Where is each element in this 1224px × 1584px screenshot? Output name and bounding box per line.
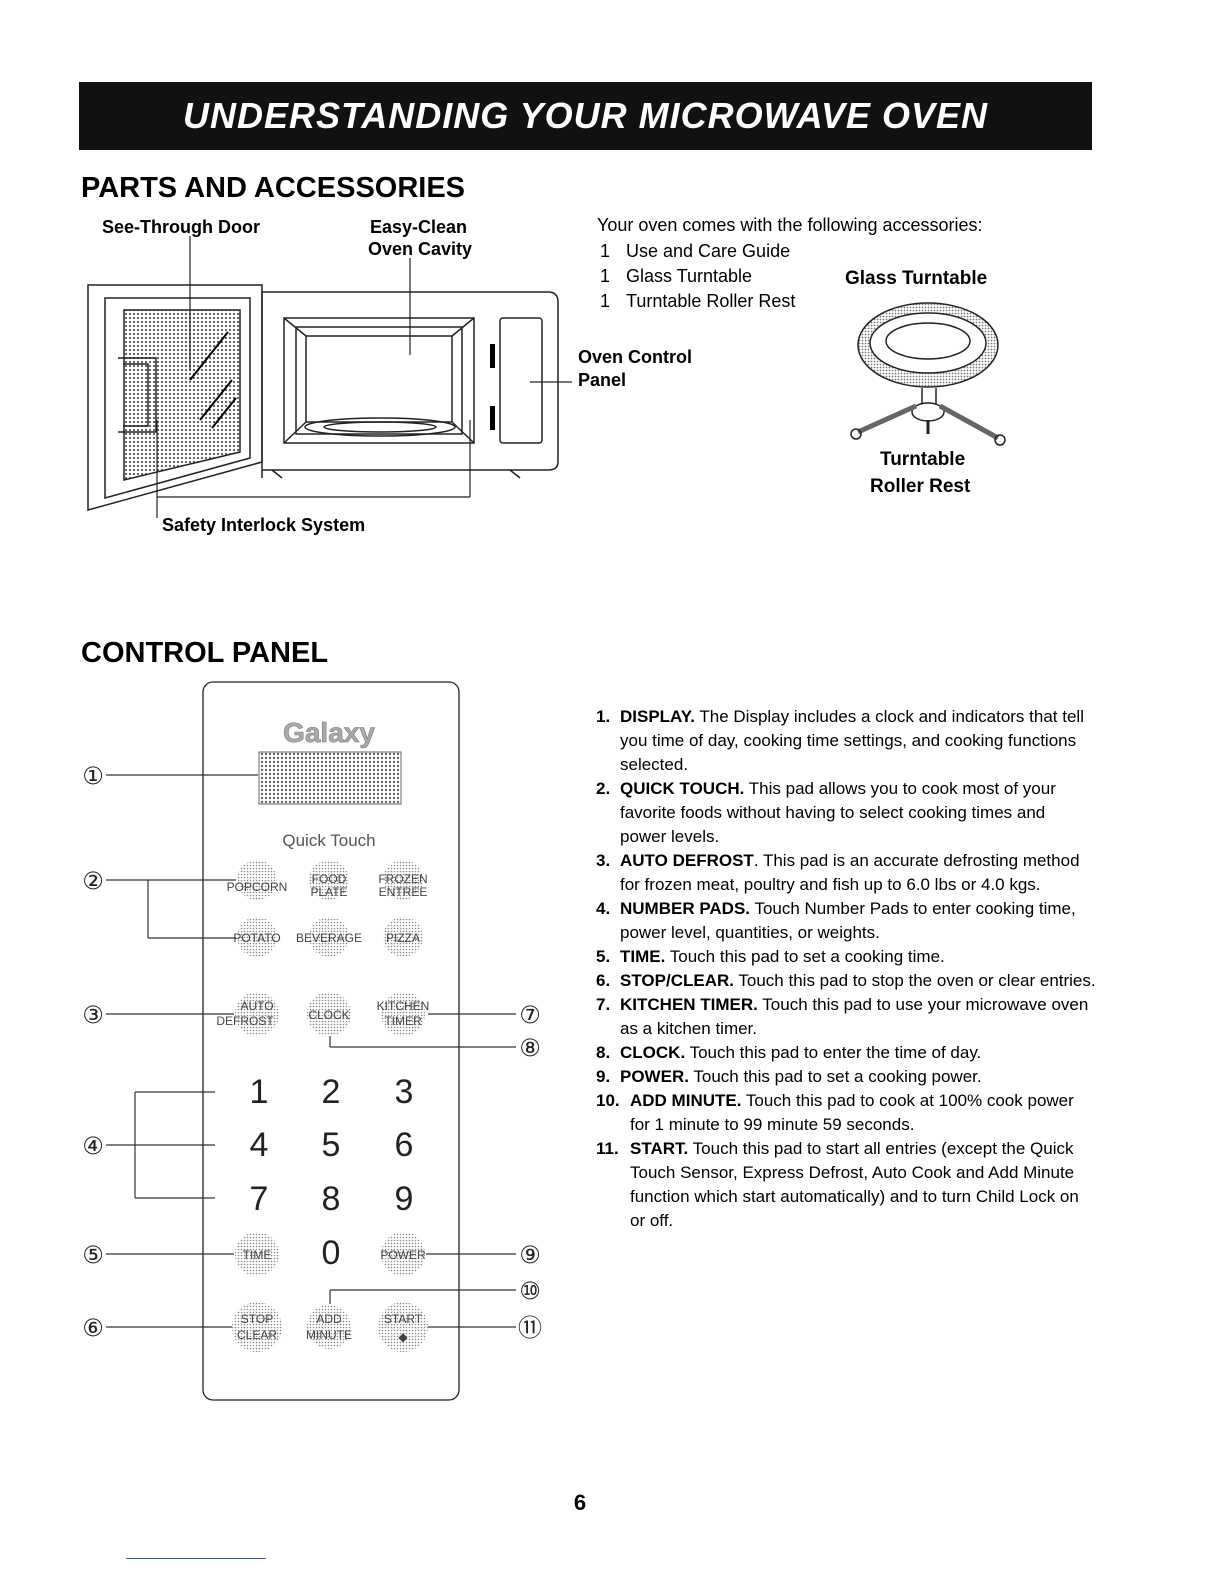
number-key-2[interactable]: 2 [322, 1073, 341, 1111]
number-key-3[interactable]: 3 [395, 1073, 414, 1111]
start-pad[interactable] [378, 1302, 428, 1352]
callout-10: ⑩ [519, 1277, 541, 1305]
add-minute-label-2: MINUTE [306, 1328, 352, 1342]
callout-leaders [106, 774, 516, 1328]
label-glass-turntable: Glass Turntable [845, 268, 988, 289]
display-window [258, 751, 402, 805]
number-key-9[interactable]: 9 [395, 1180, 414, 1218]
list-item: 10.ADD MINUTE. Touch this pad to cook at… [596, 1091, 1074, 1134]
time-pad-label: TIME [243, 1248, 272, 1262]
popcorn-pad-label: POPCORN [227, 880, 288, 894]
frozen-pad-label-1: FROZEN [378, 872, 427, 886]
stop-clear-label-1: STOP [241, 1312, 273, 1326]
parts-section-title: PARTS AND ACCESSORIES [81, 172, 466, 204]
list-item: 6.STOP/CLEAR. Touch this pad to stop the… [596, 971, 1096, 990]
start-pad-label-1: START [384, 1312, 423, 1326]
callout-4: ④ [82, 1132, 104, 1160]
frozen-entree-pad[interactable] [383, 860, 423, 900]
popcorn-pad[interactable] [237, 860, 277, 900]
callout-8: ⑧ [519, 1034, 541, 1062]
page-header-banner: UNDERSTANDING YOUR MICROWAVE OVEN [79, 82, 1092, 150]
power-pad[interactable] [381, 1232, 425, 1276]
kitchen-timer-label-1: KITCHEN [377, 999, 430, 1013]
quick-touch-label: Quick Touch [282, 831, 375, 850]
stop-clear-label-2: CLEAR [237, 1328, 277, 1342]
clock-pad[interactable] [307, 992, 351, 1036]
start-pad-label-2: ◆ [398, 1330, 408, 1344]
frozen-pad-label-2: ENTREE [379, 885, 428, 899]
brand-logo: Galaxy [283, 717, 375, 748]
callout-7: ⑦ [519, 1001, 541, 1029]
callout-11: ⑪ [518, 1314, 542, 1342]
callout-2: ② [82, 867, 104, 895]
interlock-tab-top [490, 344, 495, 368]
number-key-1[interactable]: 1 [250, 1073, 269, 1111]
label-roller-rest-1: Turntable [880, 449, 966, 470]
list-item: 4.NUMBER PADS. Touch Number Pads to ente… [596, 899, 1076, 942]
number-key-5[interactable]: 5 [322, 1126, 341, 1164]
add-minute-label-1: ADD [316, 1312, 342, 1326]
callout-6: ⑥ [82, 1314, 104, 1342]
glass-turntable-illustration [850, 302, 1006, 446]
microwave-body [87, 236, 572, 518]
label-roller-rest-2: Roller Rest [870, 476, 971, 497]
control-panel-frame [202, 681, 460, 1401]
pizza-pad[interactable] [383, 917, 423, 957]
auto-defrost-label-1: AUTO [240, 999, 273, 1013]
kitchen-timer-label-2: TIMER [384, 1014, 422, 1028]
interlock-tab-bottom [490, 406, 495, 430]
label-easy-clean-2: Oven Cavity [368, 239, 473, 259]
control-panel-descriptions: 1.DISPLAY. The Display includes a clock … [596, 705, 1096, 1233]
auto-defrost-pad[interactable] [235, 992, 279, 1036]
control-panel-section-title: CONTROL PANEL [81, 637, 329, 669]
label-easy-clean-1: Easy-Clean [370, 217, 468, 237]
list-item: 3.AUTO DEFROST. This pad is an accurate … [596, 851, 1080, 894]
microwave-oven-illustration [87, 236, 1006, 518]
label-safety-interlock: Safety Interlock System [162, 515, 366, 535]
callout-1: ① [82, 762, 104, 790]
page-number: 6 [573, 1490, 587, 1515]
clock-pad-label: CLOCK [308, 1008, 349, 1022]
callout-5: ⑤ [82, 1241, 104, 1269]
number-key-4[interactable]: 4 [250, 1126, 269, 1164]
number-key-0[interactable]: 0 [322, 1234, 341, 1272]
callout-3: ③ [82, 1001, 104, 1029]
food-plate-pad-label-1: FOOD [312, 872, 347, 886]
list-item: 5.TIME. Touch this pad to set a cooking … [596, 947, 945, 966]
label-oven-control-2: Panel [578, 370, 627, 390]
label-see-through-door: See-Through Door [102, 217, 260, 237]
number-key-8[interactable]: 8 [322, 1180, 341, 1218]
footer-rule [126, 1558, 266, 1559]
list-item: 11.START. Touch this pad to start all en… [596, 1139, 1079, 1230]
list-item: 2.QUICK TOUCH. This pad allows you to co… [596, 779, 1056, 846]
potato-pad[interactable] [237, 917, 277, 957]
number-key-6[interactable]: 6 [395, 1126, 414, 1164]
food-plate-pad-label-2: PLATE [310, 885, 347, 899]
add-minute-pad[interactable] [307, 1305, 351, 1349]
list-item: 1.DISPLAY. The Display includes a clock … [596, 707, 1084, 774]
auto-defrost-label-2: DEFROST [216, 1014, 274, 1028]
time-pad[interactable] [235, 1232, 279, 1276]
beverage-pad-label: BEVERAGE [296, 931, 362, 945]
list-item: 9.POWER. Touch this pad to set a cooking… [596, 1067, 982, 1086]
pizza-pad-label: PIZZA [386, 931, 420, 945]
label-oven-control-1: Oven Control [578, 347, 693, 367]
page-header-title: UNDERSTANDING YOUR MICROWAVE OVEN [182, 95, 989, 136]
list-item: 8.CLOCK. Touch this pad to enter the tim… [596, 1043, 982, 1062]
potato-pad-label: POTATO [233, 931, 280, 945]
callout-9: ⑨ [519, 1241, 541, 1269]
stop-clear-pad[interactable] [232, 1302, 282, 1352]
list-item: 7.KITCHEN TIMER. Touch this pad to use y… [596, 995, 1089, 1038]
kitchen-timer-pad[interactable] [381, 992, 425, 1036]
beverage-pad[interactable] [309, 917, 349, 957]
power-pad-label: POWER [380, 1248, 426, 1262]
number-key-7[interactable]: 7 [250, 1180, 269, 1218]
accessories-intro: Your oven comes with the following acces… [597, 215, 983, 235]
food-plate-pad[interactable] [309, 860, 349, 900]
